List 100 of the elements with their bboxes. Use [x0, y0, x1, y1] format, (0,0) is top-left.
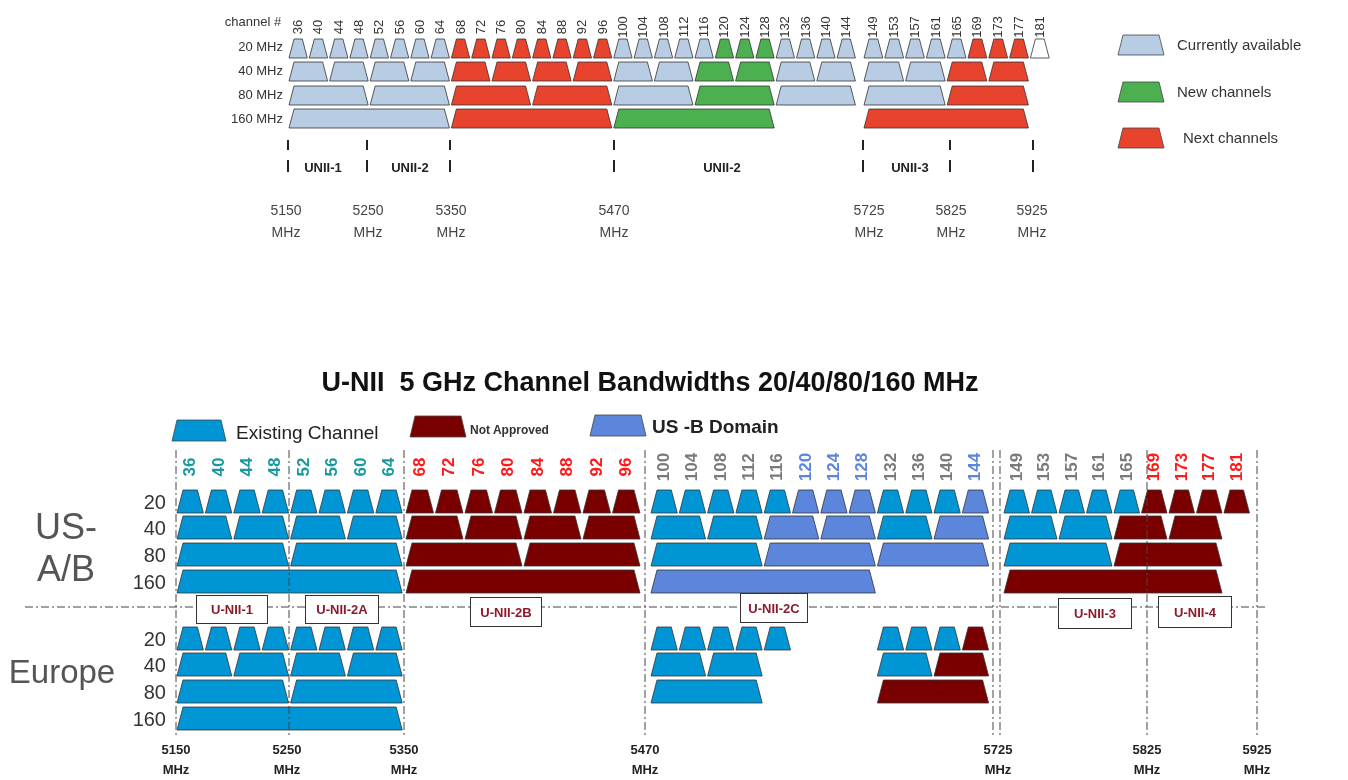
legend-label: Not Approved: [470, 424, 549, 438]
channel-number: 177: [1011, 16, 1027, 38]
channel-number: 44: [331, 19, 346, 35]
channel-number: 112: [739, 453, 759, 481]
band-box: U-NII-3: [1058, 598, 1132, 629]
channel-number: 48: [351, 19, 367, 35]
channel-number: 96: [616, 457, 636, 477]
channel-number: 104: [636, 16, 651, 38]
band-box: U-NII-2C: [740, 593, 808, 623]
channel-number: 132: [778, 16, 793, 38]
channel-number: 161: [928, 16, 943, 38]
channel-number: 60: [412, 19, 428, 35]
channel-number: 153: [1034, 452, 1054, 482]
row-label: 160: [132, 571, 166, 593]
channel-number: 128: [757, 16, 773, 38]
frequency-label: 5925 MHz: [1241, 741, 1273, 779]
channel-number: 120: [717, 16, 732, 38]
row-label: 160: [132, 708, 166, 730]
channel-number: 84: [528, 457, 548, 477]
channel-number: 120: [796, 452, 815, 482]
channel-number: 173: [991, 16, 1006, 38]
channel-number: 124: [737, 16, 752, 38]
channel-number: 169: [1144, 452, 1164, 482]
band-box: U-NII-2B: [470, 597, 542, 627]
row-label: 20 MHz: [238, 39, 283, 55]
frequency-label: 5350 MHz: [434, 201, 468, 242]
frequency-label: 5470 MHz: [629, 741, 661, 779]
channel-number: 144: [966, 452, 985, 482]
band-label: UNII-2: [391, 160, 429, 176]
channel-number: 112: [676, 16, 691, 38]
channel-number: 88: [557, 457, 577, 477]
channel-number: 136: [798, 16, 813, 38]
row-label: 20: [143, 491, 166, 513]
channel-number: 169: [970, 16, 985, 38]
frequency-label: 5825 MHz: [1131, 741, 1163, 779]
channel-number: 153: [887, 16, 902, 38]
axis-label: channel #: [224, 14, 282, 30]
frequency-label: 5150 MHz: [269, 201, 303, 242]
region-label: Europe: [8, 653, 116, 691]
row-label: 40: [143, 654, 166, 676]
channel-number: 100: [654, 452, 674, 482]
frequency-label: 5725 MHz: [852, 201, 886, 242]
band-box: U-NII-4: [1158, 596, 1232, 628]
channel-number: 96: [595, 19, 610, 35]
channel-number: 165: [1117, 452, 1137, 482]
channel-number: 140: [937, 452, 957, 482]
legend-label: Next channels: [1183, 129, 1279, 147]
channel-number: 72: [439, 457, 459, 477]
channel-number: 76: [494, 19, 509, 35]
legend-label: Existing Channel: [236, 422, 379, 444]
channel-number: 165: [949, 16, 964, 38]
channel-number: 68: [410, 457, 430, 477]
region-label: US- A/B: [34, 506, 98, 590]
channel-number: 36: [291, 19, 306, 35]
chart-title: U-NII 5 GHz Channel Bandwidths 20/40/80/160 MHz: [321, 368, 979, 398]
row-label: 80: [143, 681, 166, 703]
frequency-label: 5250 MHz: [271, 741, 303, 779]
band-label: UNII-2: [703, 160, 741, 176]
channel-number: 64: [433, 19, 448, 35]
channel-number: 40: [209, 457, 228, 477]
channel-number: 157: [1062, 452, 1082, 482]
channel-number: 128: [852, 452, 872, 482]
channel-number: 161: [1089, 452, 1109, 482]
channel-number: 52: [294, 457, 314, 477]
channel-number: 92: [587, 457, 607, 477]
frequency-label: 5250 MHz: [351, 201, 385, 242]
row-label: 20: [143, 628, 166, 650]
channel-number: 177: [1199, 452, 1219, 482]
channel-number: 68: [453, 19, 468, 35]
channel-number: 149: [1007, 452, 1027, 482]
row-label: 80 MHz: [238, 87, 283, 103]
frequency-label: 5825 MHz: [934, 201, 968, 242]
channel-number: 116: [697, 16, 712, 38]
channel-number: 40: [311, 19, 326, 35]
channel-number: 173: [1172, 452, 1192, 482]
channel-number: 76: [469, 457, 489, 477]
band-box: U-NII-1: [196, 595, 268, 624]
frequency-label: 5725 MHz: [982, 741, 1014, 779]
channel-number: 64: [379, 457, 399, 477]
channel-number: 60: [351, 457, 370, 477]
channel-number: 88: [554, 19, 570, 35]
band-label: UNII-3: [891, 160, 929, 176]
channel-number: 52: [372, 19, 387, 35]
band-label: UNII-1: [304, 160, 342, 176]
frequency-label: 5150 MHz: [160, 741, 192, 779]
channel-number: 181: [1032, 16, 1047, 38]
channel-number: 144: [839, 16, 854, 38]
row-label: 40 MHz: [238, 63, 283, 79]
channel-number: 56: [392, 19, 407, 35]
channel-number: 140: [818, 16, 834, 38]
frequency-label: 5925 MHz: [1015, 201, 1049, 242]
channel-number: 100: [615, 16, 631, 38]
channel-number: 116: [768, 453, 787, 481]
channel-number: 56: [322, 457, 342, 477]
channel-number: 92: [575, 19, 590, 35]
channel-number: 84: [534, 19, 549, 35]
channel-number: 149: [866, 16, 881, 38]
channel-number: 80: [498, 457, 518, 477]
channel-number: 136: [909, 452, 929, 482]
frequency-label: 5470 MHz: [597, 201, 631, 242]
